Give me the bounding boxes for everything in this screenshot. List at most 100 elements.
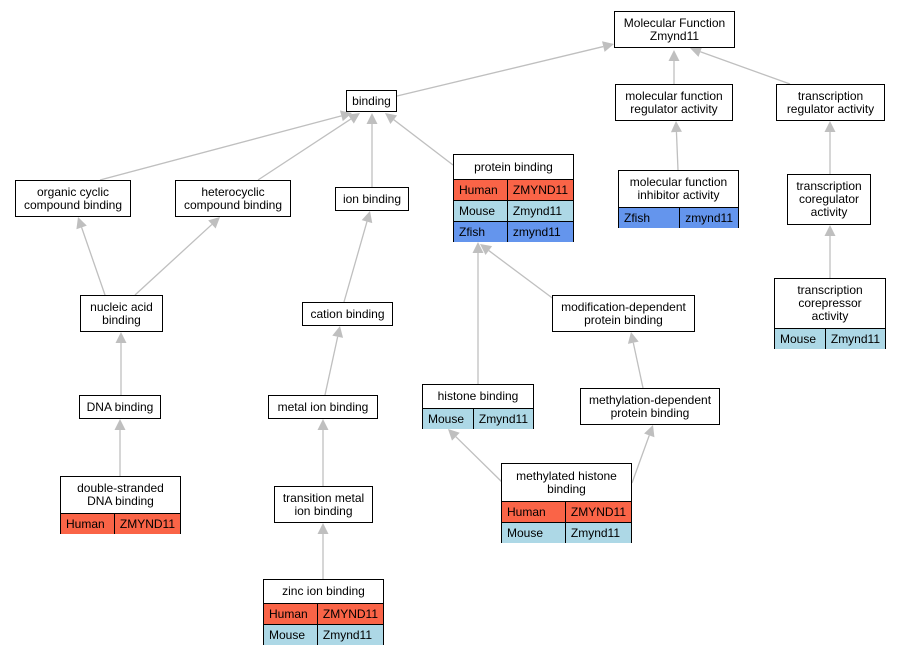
arrowhead-zinc-to-trans	[317, 523, 329, 534]
edge-ocb-to-binding	[99, 115, 342, 181]
arrowhead-trans-to-metal	[317, 419, 329, 430]
species-label: Mouse	[502, 522, 566, 543]
node-title: methylation-dependent protein binding	[588, 392, 712, 420]
node-title: zinc ion binding	[282, 584, 365, 598]
node-title: double-stranded DNA binding	[77, 481, 164, 508]
arrowhead-dsdna-to-dna	[114, 419, 126, 430]
node-title: histone binding	[437, 389, 519, 403]
node-binding: binding	[346, 90, 397, 112]
gene-symbol: Zmynd11	[506, 200, 573, 222]
node-ocb: organic cyclic compound binding	[15, 180, 131, 217]
species-label: Mouse	[264, 624, 318, 645]
arrowhead-ocb-to-binding	[339, 110, 352, 122]
node-treg: transcription regulator activity	[776, 84, 885, 121]
species-label: Mouse	[775, 328, 826, 349]
arrowhead-moddep-to-prot	[480, 244, 493, 255]
species-label: Human	[502, 501, 566, 523]
arrowhead-mfinh-to-mfreg	[670, 121, 682, 133]
arrowhead-ion-to-binding	[366, 113, 378, 124]
node-dna: DNA binding	[79, 395, 161, 419]
arrowhead-nab-to-ocb	[76, 217, 87, 230]
edge-mfinh-to-mfreg	[675, 131, 679, 171]
gene-symbol: ZMYND11	[506, 179, 573, 201]
gene-symbol: zmynd11	[506, 221, 573, 242]
node-moddep: modification-dependent protein binding	[552, 295, 695, 332]
node-title: binding	[352, 93, 391, 108]
gene-symbol: Zmynd11	[564, 522, 631, 543]
arrowhead-metal-to-cation	[332, 326, 344, 338]
node-trans: transition metal ion binding	[274, 486, 373, 523]
arrowhead-dna-to-nab	[115, 332, 127, 343]
node-title: cation binding	[310, 306, 385, 321]
node-tcoreg: transcription coregulator activity	[787, 174, 871, 225]
arrowhead-histone-to-prot	[472, 242, 484, 253]
node-title: Molecular Function Zmynd11	[623, 15, 726, 43]
species-label: Mouse	[454, 200, 508, 222]
node-title: protein binding	[474, 159, 553, 174]
edge-methhist-to-methdep	[631, 435, 650, 484]
species-label: Human	[454, 179, 508, 201]
species-label: Human	[264, 603, 318, 625]
node-cation: cation binding	[302, 302, 393, 326]
node-nab: nucleic acid binding	[80, 295, 163, 332]
edge-prot-to-binding	[393, 119, 454, 166]
node-metal: metal ion binding	[268, 395, 378, 419]
species-label: Mouse	[423, 408, 474, 429]
species-label: Human	[61, 513, 115, 534]
edge-methdep-to-moddep	[632, 342, 644, 389]
node-title: transcription regulator activity	[786, 88, 875, 116]
gene-symbol: ZMYND11	[113, 513, 180, 534]
species-label: Zfish	[619, 207, 680, 228]
gene-symbol: Zmynd11	[824, 328, 885, 349]
arrowhead-methdep-to-moddep	[627, 332, 639, 344]
arrowhead-methhist-to-methdep	[644, 425, 655, 438]
gene-symbol: zmynd11	[679, 207, 738, 228]
arrowhead-methhist-to-histone	[448, 429, 460, 441]
node-title: transcription corepressor activity	[797, 283, 863, 323]
gene-symbol: Zmynd11	[472, 408, 533, 429]
node-title: transcription coregulator activity	[796, 179, 862, 219]
arrowhead-cation-to-ion	[361, 211, 373, 224]
node-ion: ion binding	[335, 187, 409, 211]
arrowhead-treg-to-mf	[690, 46, 703, 57]
arrowhead-tcoreg-to-treg	[824, 121, 836, 132]
arrowhead-nab-to-hcb	[208, 217, 220, 229]
edge-metal-to-cation	[324, 336, 339, 396]
node-mf: Molecular Function Zmynd11	[614, 11, 735, 48]
arrowhead-prot-to-binding	[385, 113, 398, 125]
arrowhead-tcorep-to-tcoreg	[824, 225, 836, 236]
node-title: DNA binding	[86, 399, 154, 414]
edge-treg-to-mf	[700, 51, 791, 85]
node-title: molecular function regulator activity	[625, 88, 723, 116]
node-title: methylated histone binding	[516, 468, 617, 496]
edge-binding-to-mf	[396, 45, 604, 97]
node-title: metal ion binding	[277, 399, 369, 414]
node-hcb: heterocyclic compound binding	[175, 180, 291, 217]
edge-nab-to-ocb	[80, 227, 106, 296]
edge-methhist-to-histone	[455, 436, 506, 486]
edge-hcb-to-binding	[257, 118, 352, 181]
node-mfreg: molecular function regulator activity	[615, 84, 733, 121]
